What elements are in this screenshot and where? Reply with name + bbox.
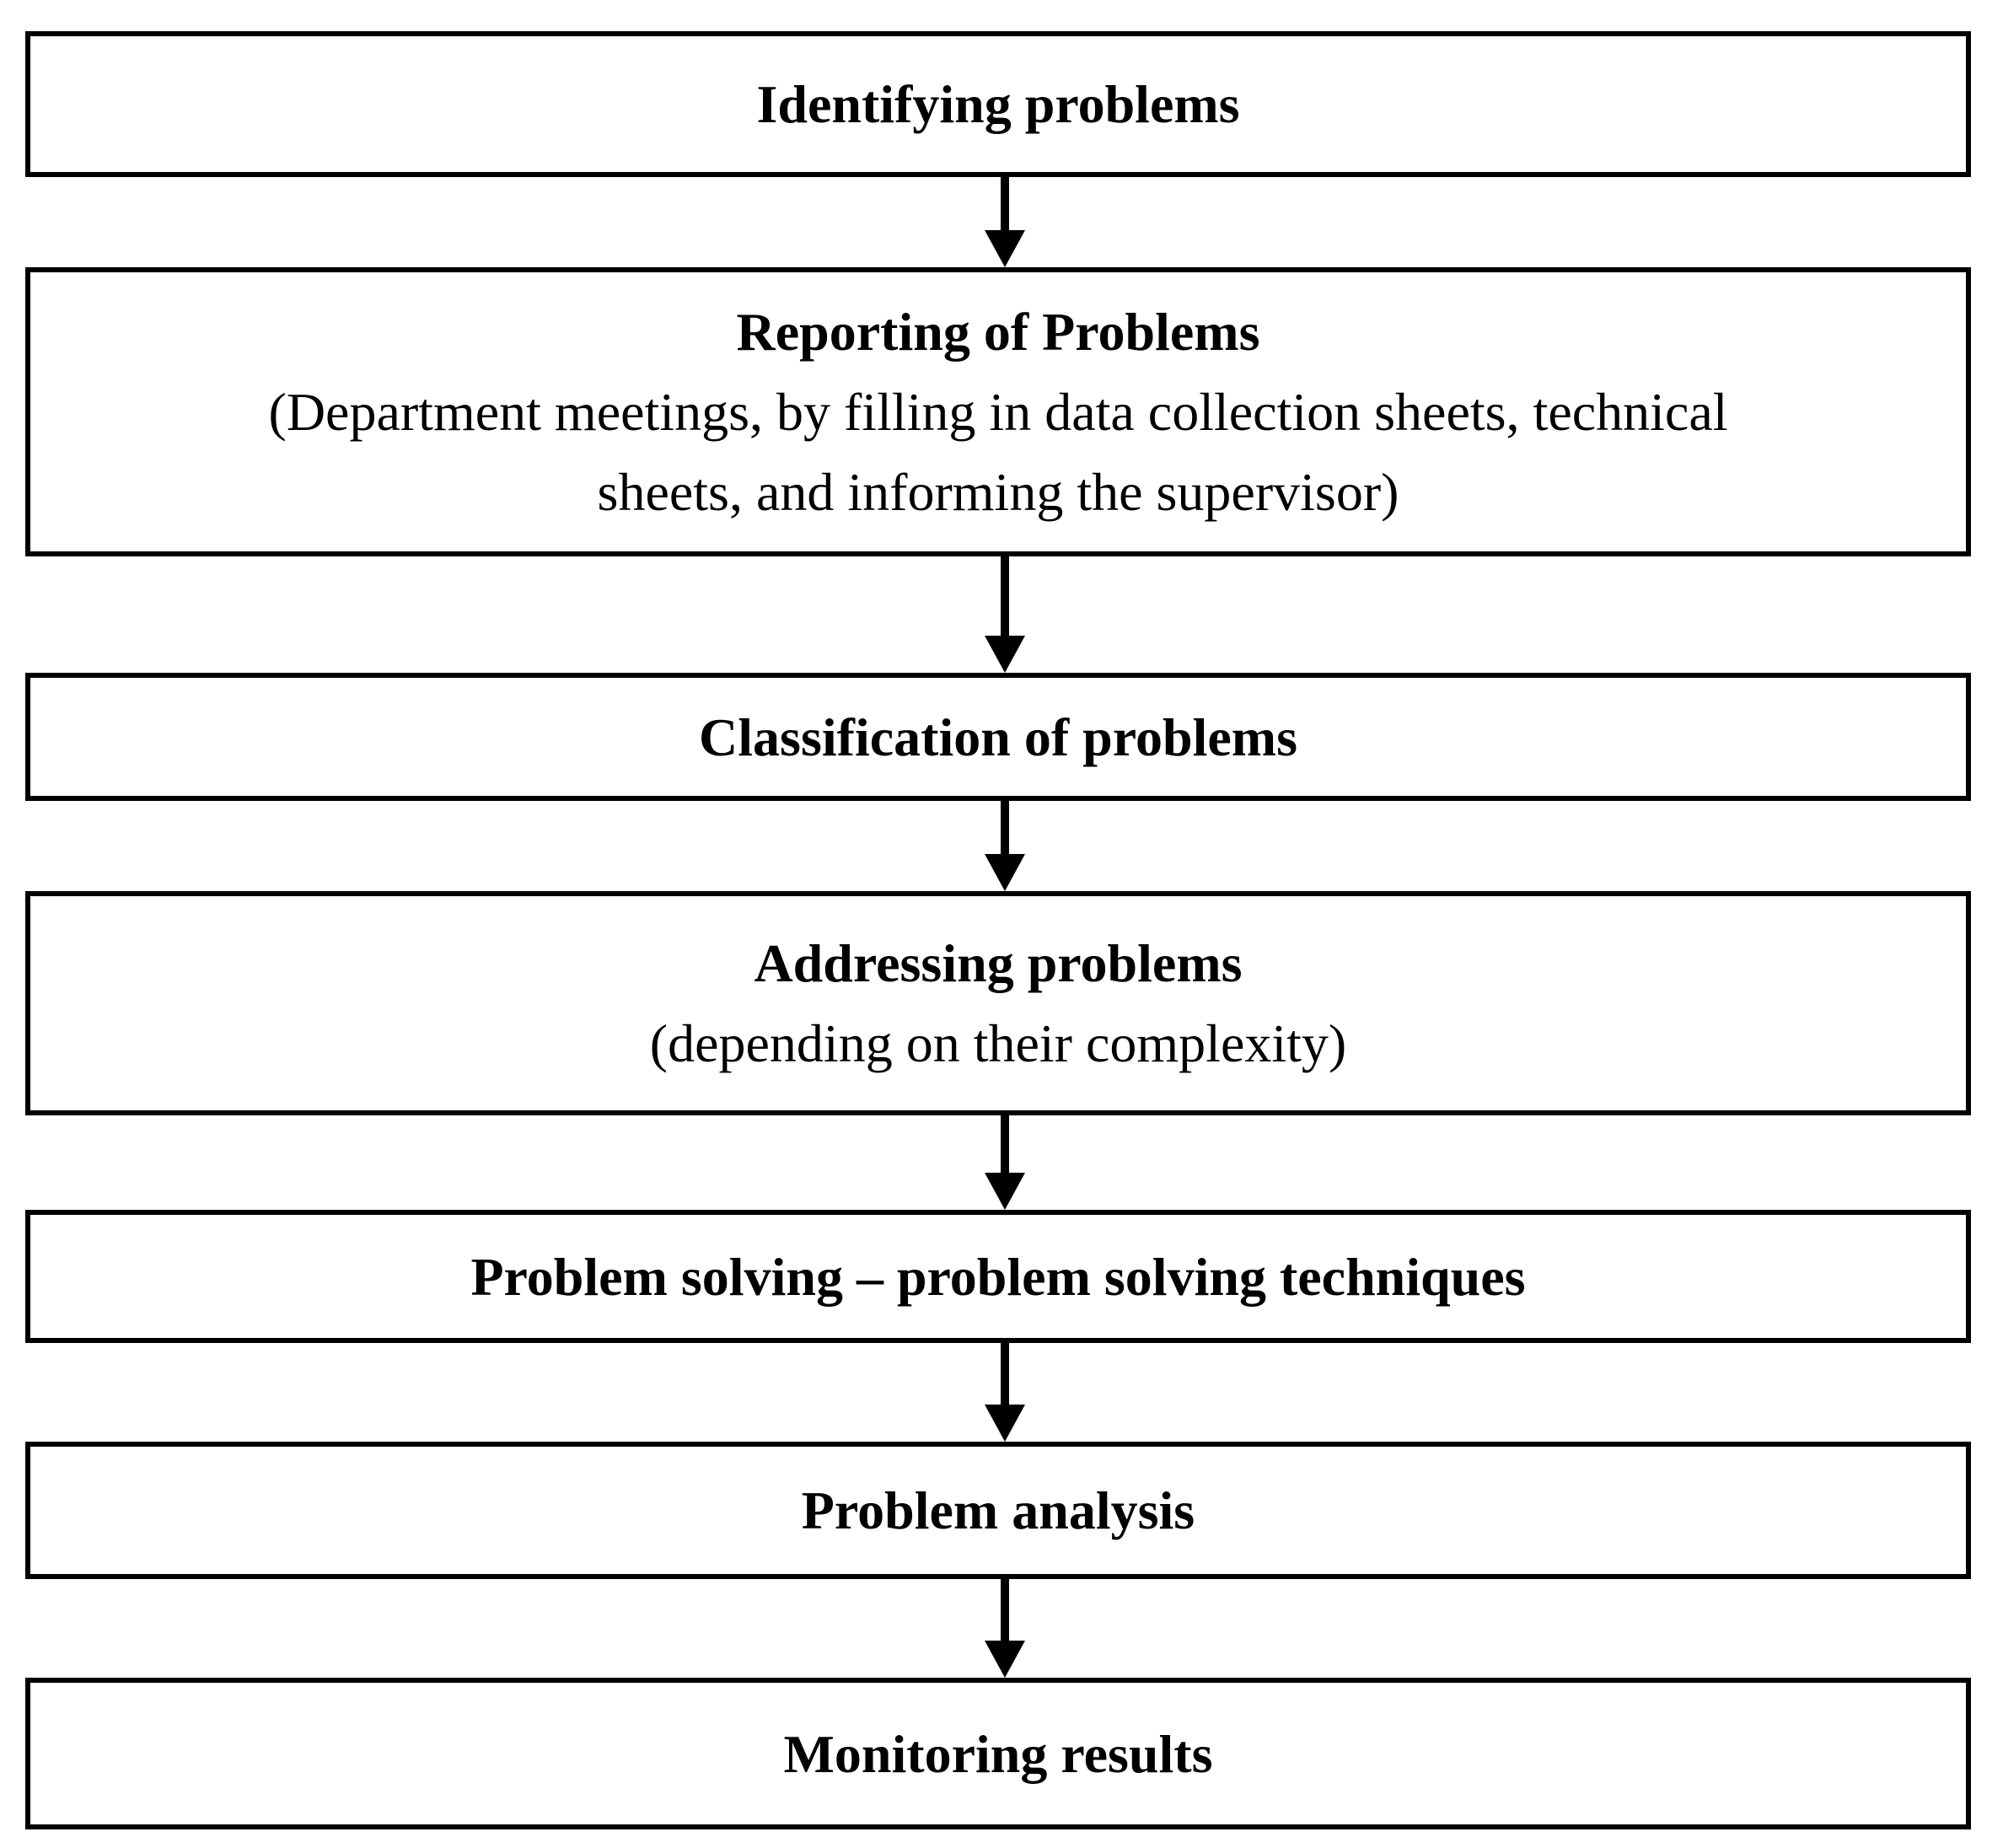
- arrow-head: [985, 1173, 1025, 1210]
- down-arrow-icon: [985, 1343, 1025, 1442]
- arrow-stem: [1001, 1343, 1009, 1406]
- box-title: Identifying problems: [756, 74, 1240, 134]
- arrow-stem: [1001, 1579, 1009, 1642]
- arrow-stem: [1001, 1115, 1009, 1174]
- box-subtitle-line: (Department meetings, by filling in data…: [268, 382, 1728, 442]
- box-title: Problem solving – problem solving techni…: [470, 1246, 1526, 1307]
- arrow-stem: [1001, 556, 1009, 637]
- arrow-head: [985, 1405, 1025, 1442]
- flow-box-reporting-of-problems: Reporting of Problems (Department meetin…: [25, 267, 1971, 556]
- down-arrow-icon: [985, 1579, 1025, 1678]
- box-title: Reporting of Problems: [736, 302, 1260, 362]
- box-title: Addressing problems: [754, 933, 1243, 993]
- arrow-stem: [1001, 801, 1009, 856]
- flow-box-identifying-problems: Identifying problems: [25, 31, 1971, 177]
- flow-box-problem-analysis: Problem analysis: [25, 1442, 1971, 1579]
- flow-box-problem-solving-techniques: Problem solving – problem solving techni…: [25, 1210, 1971, 1343]
- arrow-stem: [1001, 177, 1009, 232]
- down-arrow-icon: [985, 177, 1025, 267]
- down-arrow-icon: [985, 1115, 1025, 1210]
- flow-box-addressing-problems: Addressing problems (depending on their …: [25, 891, 1971, 1115]
- flow-box-monitoring-results: Monitoring results: [25, 1678, 1971, 1829]
- flow-box-classification-of-problems: Classification of problems: [25, 673, 1971, 801]
- box-title: Problem analysis: [801, 1480, 1195, 1540]
- arrow-head: [985, 854, 1025, 891]
- box-subtitle-line: (depending on their complexity): [649, 1013, 1347, 1073]
- down-arrow-icon: [985, 556, 1025, 673]
- box-title: Classification of problems: [699, 706, 1297, 767]
- box-subtitle-line: sheets, and informing the supervisor): [597, 462, 1399, 522]
- box-title: Monitoring results: [783, 1723, 1213, 1784]
- arrow-head: [985, 230, 1025, 267]
- arrow-head: [985, 636, 1025, 673]
- arrow-head: [985, 1641, 1025, 1678]
- down-arrow-icon: [985, 801, 1025, 891]
